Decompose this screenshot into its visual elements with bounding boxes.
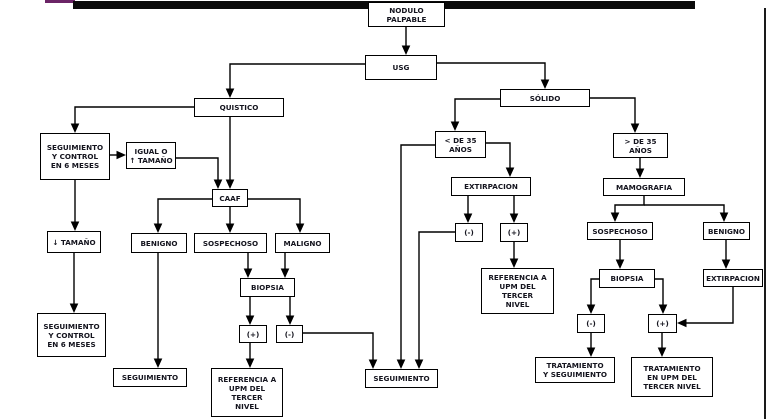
- top-purple-strip: [45, 0, 75, 3]
- flow-node-biopsia-mamografia-negativo: (-): [577, 314, 605, 333]
- flow-node-seguimiento-benigno: SEGUIMIENTO: [113, 368, 187, 387]
- flow-node-referencia-upm-extirpacion: REFERENCIA A UPM DEL TERCER NIVEL: [481, 268, 554, 314]
- flow-node-referencia-upm-caaf: REFERENCIA A UPM DEL TERCER NIVEL: [211, 368, 283, 417]
- flow-node-solido: SÓLIDO: [500, 89, 590, 107]
- flow-node-seguimiento-control-2: SEGUIMIENTO Y CONTROL EN 6 MESES: [37, 313, 106, 357]
- flow-node-caaf: CAAF: [212, 189, 248, 207]
- flow-node-igual-o-mayor-tamano: IGUAL O ↑ TAMAÑO: [126, 142, 176, 169]
- flow-node-biopsia-caaf-positivo: (+): [239, 325, 267, 343]
- flow-node-benigno-mamografia: BENIGNO: [703, 222, 750, 240]
- flow-node-tratamiento-seguimiento: TRATAMIENTO Y SEGUIMIENTO: [535, 357, 615, 383]
- flow-node-maligno: MALIGNO: [275, 233, 330, 253]
- flow-node-sospechoso-caaf: SOSPECHOSO: [194, 233, 267, 253]
- flow-node-benigno-caaf: BENIGNO: [131, 233, 187, 253]
- flow-node-biopsia-caaf-negativo: (-): [276, 325, 303, 343]
- flow-node-usg: USG: [365, 55, 437, 80]
- flow-node-seguimiento-central: SEGUIMIENTO: [365, 369, 438, 388]
- flow-node-extirpacion-benigno: EXTIRPACION: [703, 269, 763, 287]
- flow-node-menor-35-anos: < DE 35 AÑOS: [435, 131, 486, 158]
- flow-node-mayor-35-anos: > DE 35 AÑOS: [613, 133, 668, 158]
- page-right-border: [764, 8, 766, 419]
- flow-node-tratamiento-upm: TRATAMIENTO EN UPM DEL TERCER NIVEL: [631, 357, 713, 397]
- flow-node-seguimiento-control-1: SEGUIMIENTO Y CONTROL EN 6 MESES: [40, 133, 110, 180]
- flow-node-biopsia-caaf: BIOPSIA: [240, 278, 295, 297]
- flow-node-nodulo-palpable: NODULO PALPABLE: [368, 2, 445, 27]
- flow-node-extirpacion-menor35: EXTIRPACION: [451, 177, 531, 196]
- flow-node-extirpacion-negativo: (-): [455, 223, 483, 242]
- flow-node-extirpacion-positivo: (+): [500, 223, 528, 242]
- flow-node-menor-tamano: ↓ TAMAÑO: [47, 231, 101, 253]
- flow-node-biopsia-mamografia: BIOPSIA: [599, 269, 655, 288]
- flow-node-mamografia: MAMOGRAFIA: [603, 178, 685, 196]
- flow-node-biopsia-mamografia-positivo: (+): [648, 314, 677, 333]
- flow-node-quistico: QUISTICO: [194, 98, 284, 117]
- flow-node-sospechoso-mamografia: SOSPECHOSO: [587, 222, 653, 240]
